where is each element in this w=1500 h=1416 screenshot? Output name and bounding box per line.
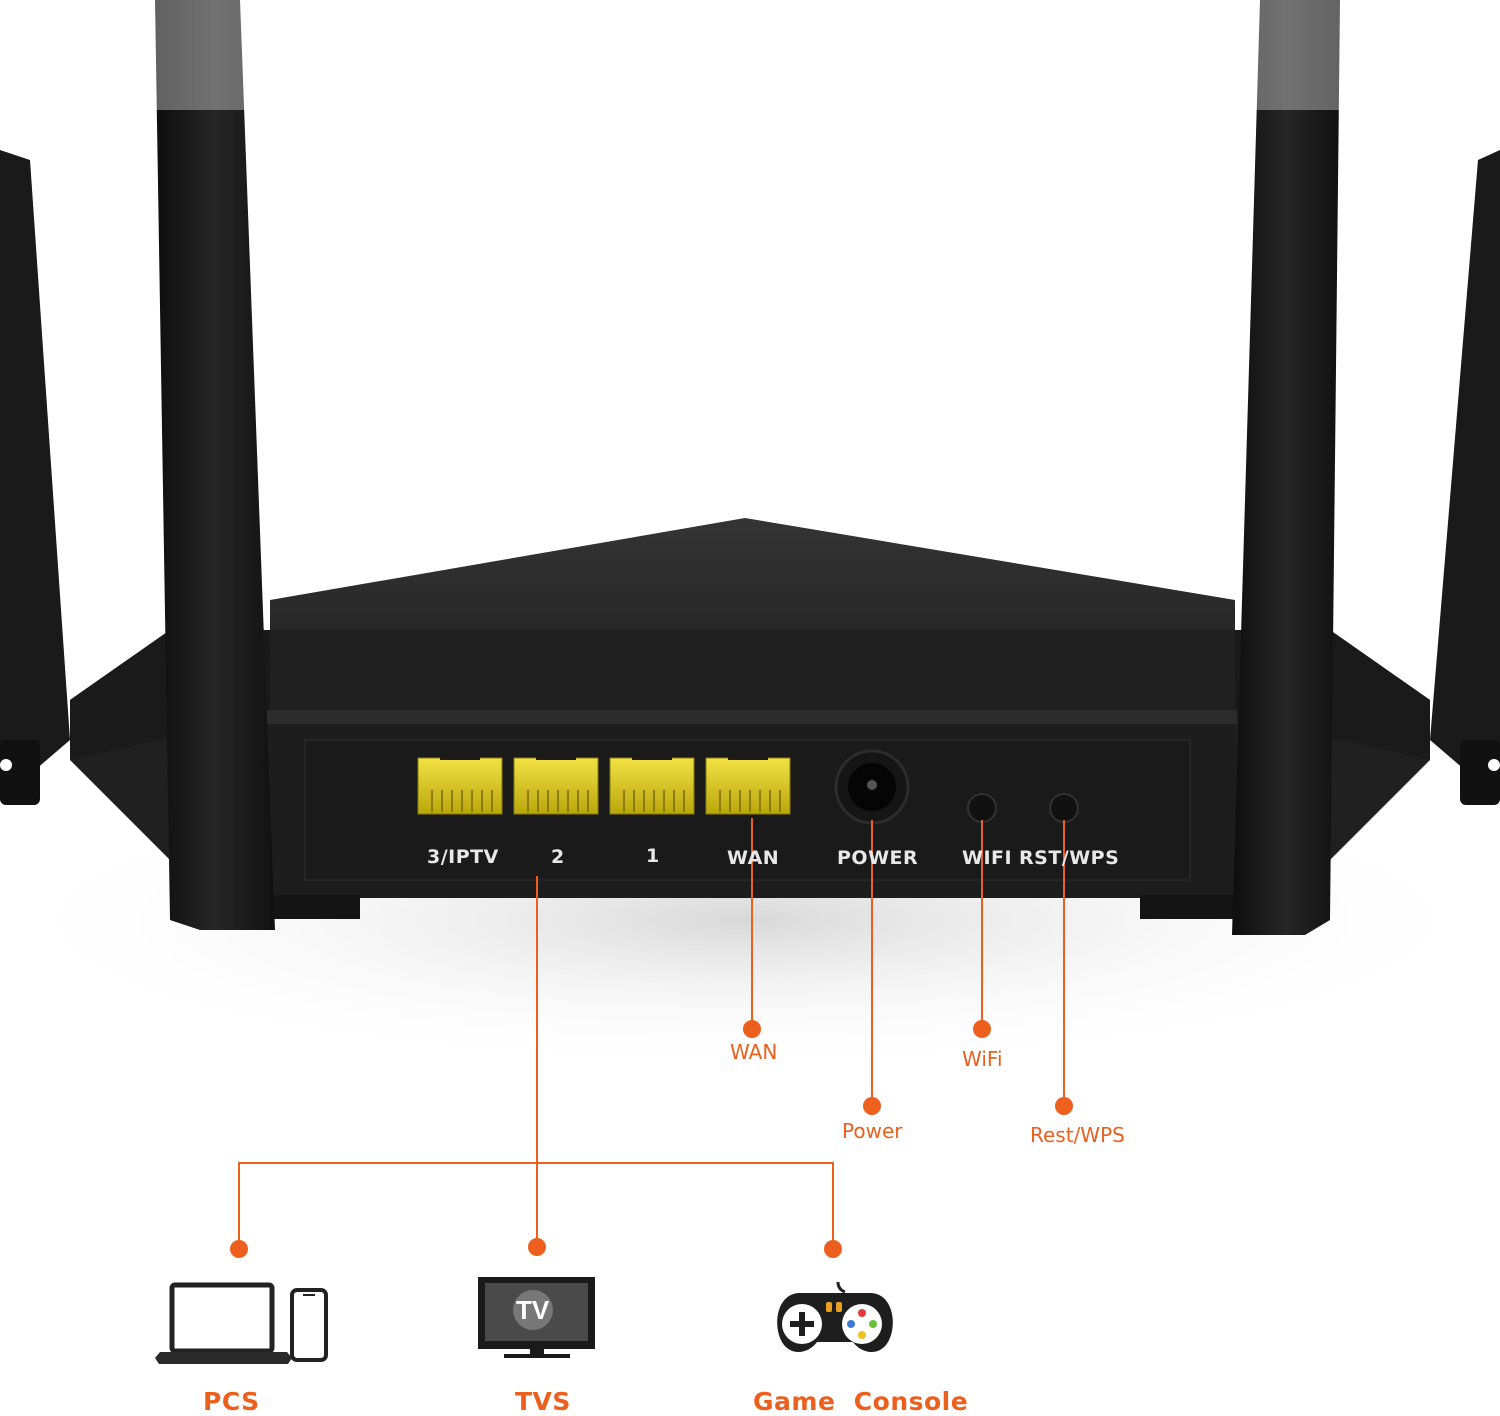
ethernet-port-1[interactable] [609,746,695,815]
callout-label-power: Power [842,1119,903,1143]
port-label-3-iptv: 3/IPTV [427,846,499,868]
callout-lines [238,818,1065,1248]
rst-wps-button-label: RST/WPS [1019,847,1120,869]
laptop-phone-icon [155,1282,328,1364]
rst-wps-button[interactable] [1049,793,1079,823]
port-label-1: 1 [646,845,660,867]
ethernet-port-wan[interactable] [705,746,791,815]
port-label-2: 2 [551,846,565,868]
callout-label-wifi: WiFi [962,1047,1003,1071]
antenna-left [155,0,275,930]
callout-label-wan: WAN [730,1040,778,1064]
antenna-far-left [0,150,70,805]
wifi-button-label: WIFI [962,847,1013,869]
antenna-far-right [1430,150,1500,805]
tv-screen-text: TV [516,1295,550,1325]
device-label-tvs: TVS [515,1387,571,1416]
port-label-wan: WAN [727,847,780,869]
antenna-right [1232,0,1340,935]
callout-label-rst-wps: Rest/WPS [1030,1123,1125,1147]
power-jack-label: POWER [837,847,919,869]
power-jack[interactable] [834,749,910,825]
tv-icon [478,1277,595,1358]
ethernet-port-3-iptv[interactable] [417,746,503,815]
device-label-pcs: PCS [203,1387,260,1416]
ethernet-port-2[interactable] [513,746,599,815]
callout-dots [230,1020,1073,1258]
device-label-game-console: Game Console [753,1387,969,1416]
game-controller-icon [777,1281,893,1353]
wifi-button[interactable] [967,793,997,823]
